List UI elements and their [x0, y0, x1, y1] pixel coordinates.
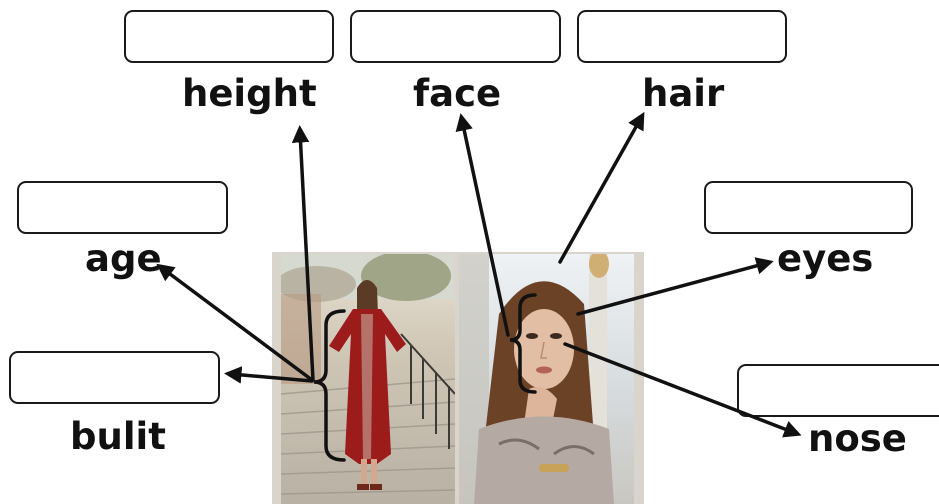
answer-box-height[interactable]	[124, 10, 334, 63]
arrow-hair	[558, 111, 645, 264]
answer-box-bulit[interactable]	[9, 351, 220, 404]
answer-box-age[interactable]	[17, 181, 228, 234]
label-face: face	[413, 72, 502, 115]
label-age: age	[85, 237, 162, 280]
answer-box-hair[interactable]	[577, 10, 787, 63]
label-height: height	[182, 72, 317, 115]
full-body-photo	[281, 254, 455, 504]
label-hair: hair	[642, 72, 725, 115]
answer-box-face[interactable]	[350, 10, 561, 63]
answer-box-nose[interactable]	[737, 364, 939, 417]
answer-box-eyes[interactable]	[704, 181, 913, 234]
label-nose: nose	[808, 417, 907, 460]
label-bulit: bulit	[70, 415, 166, 458]
label-eyes: eyes	[777, 237, 874, 280]
face-closeup-photo	[459, 254, 634, 504]
